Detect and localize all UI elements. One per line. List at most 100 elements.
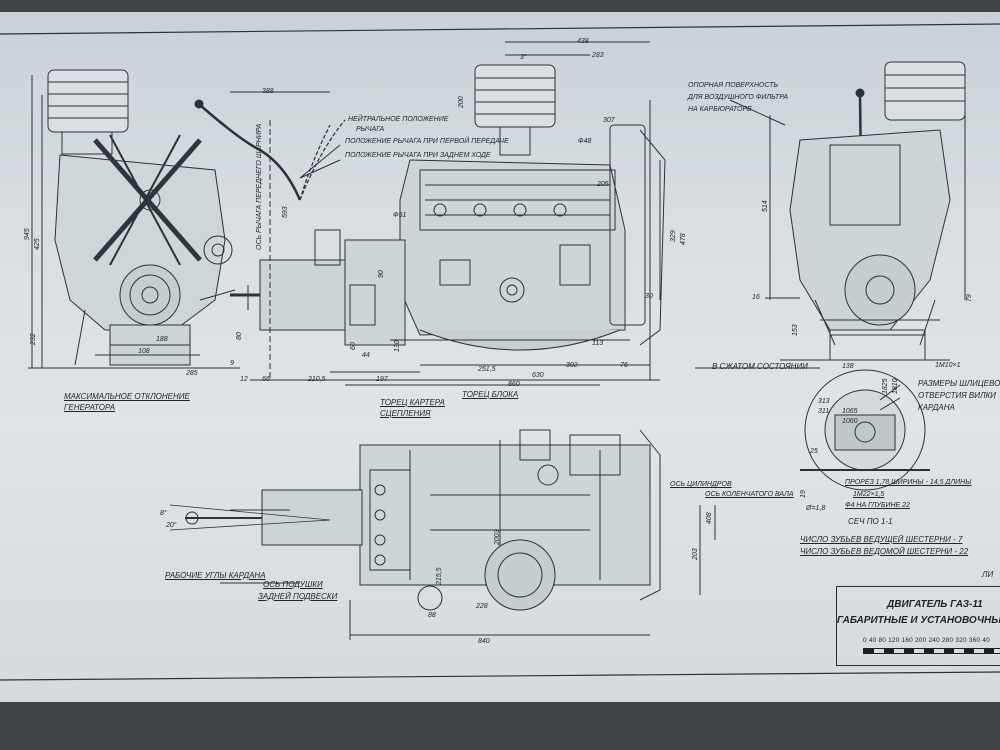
dim-313: 313: [818, 398, 830, 405]
dim-25: 25: [810, 448, 818, 455]
dim-329: 329: [670, 230, 677, 242]
spline-section: [800, 369, 930, 491]
dim-188: 188: [156, 336, 168, 343]
dim-840: 840: [478, 638, 490, 645]
dim-514: 514: [762, 200, 769, 212]
mount-axis-label-2: ЗАДНЕЙ ПОДВЕСКИ: [258, 592, 338, 601]
dim-228: 228: [476, 603, 488, 610]
dim-425: 425: [34, 238, 41, 250]
dim-630: 630: [532, 372, 544, 379]
dim-2003: 2003: [494, 529, 501, 545]
dim-16: 16: [752, 294, 760, 301]
gear-lever: [199, 104, 302, 201]
spline-label-3: КАРДАНА: [918, 403, 955, 412]
dim-1810: 1810: [892, 378, 899, 394]
depth-label: Ф4 НА ГЛУБИНЕ 22: [845, 502, 910, 509]
lever-axis-label: ОСЬ РЫЧАГА ПЕРЕДНЕГО ШАРНИРА: [256, 123, 263, 250]
dim-1-8: Ø=1,8: [806, 505, 826, 512]
first-gear-label: ПОЛОЖЕНИЕ РЫЧАГА ПРИ ПЕРВОЙ ПЕРЕДАЧЕ: [345, 138, 509, 145]
cardan-angles-label: РАБОЧИЕ УГЛЫ КАРДАНА: [165, 571, 266, 580]
dim-860: 860: [508, 381, 520, 388]
max-deviation-label-1: МАКСИМАЛЬНОЕ ОТКЛОНЕНИЕ: [64, 392, 190, 401]
dim-12: 12: [240, 376, 248, 383]
section-label: СЕЧ ПО 1-1: [848, 517, 893, 526]
dim-66: 66: [262, 376, 270, 383]
dim-phi51: Ф51: [393, 212, 407, 219]
dim-76: 76: [620, 362, 628, 369]
title-block: ДВИГАТЕЛЬ ГАЗ-11 ГАБАРИТНЫЕ И УСТАНОВОЧН…: [836, 586, 1000, 666]
slot-label: ПРОРЕЗ 1,78 ШИРИНЫ - 14,5 ДЛИНЫ: [845, 479, 972, 486]
neutral-position-label-1: НЕЙТРАЛЬНОЕ ПОЛОЖЕНИЕ: [348, 116, 449, 123]
dim-20deg: 20°: [166, 522, 177, 529]
dim-438: 438: [577, 38, 589, 45]
dim-311: 311: [818, 408, 830, 415]
dim-215-5: 215,5: [436, 567, 443, 585]
title-engine: ДВИГАТЕЛЬ ГАЗ-11: [887, 599, 983, 610]
side-view: [230, 41, 666, 386]
dim-251-5: 251,5: [478, 366, 496, 373]
max-deviation-label-2: ГЕНЕРАТОРА: [64, 403, 116, 412]
dim-108: 108: [138, 348, 150, 355]
dim-30: 30: [645, 293, 653, 300]
dim-1060: 1060: [842, 418, 858, 425]
spline-label-1: РАЗМЕРЫ ШЛИЦЕВОГО: [918, 379, 1000, 388]
clutch-face-label-2: СЦЕПЛЕНИЯ: [380, 409, 431, 418]
dim-210-5: 210,5: [308, 376, 326, 383]
spline-label-2: ОТВЕРСТИЯ ВИЛКИ: [918, 391, 996, 400]
neutral-position-label-2: РЫЧАГА: [356, 126, 385, 133]
dim-200: 200: [458, 96, 465, 108]
dim-130: 130: [394, 340, 401, 352]
dim-phi48: Ф48: [578, 138, 592, 145]
support-surface-label-2: ДЛЯ ВОЗДУШНОГО ФИЛЬТРА: [688, 94, 788, 101]
dim-138: 138: [842, 363, 854, 370]
dim-90: 90: [378, 270, 385, 278]
dim-44: 44: [362, 352, 370, 359]
dim-478: 478: [680, 233, 687, 245]
dim-1825: 1825: [882, 378, 889, 394]
dim-408: 408: [706, 512, 713, 524]
dim-9: 9: [230, 360, 234, 367]
mount-axis-label-1: ОСЬ ПОДУШКИ: [263, 580, 323, 589]
reverse-label: ПОЛОЖЕНИЕ РЫЧАГА ПРИ ЗАДНЕМ ХОДЕ: [345, 152, 491, 159]
dim-79: 79: [966, 294, 973, 302]
dim-3deg: 3°: [520, 54, 527, 61]
teeth-drive-label: ЧИСЛО ЗУБЬЕВ ВЕДУЩЕЙ ШЕСТЕРНИ - 7: [800, 535, 963, 544]
dim-302: 302: [566, 362, 578, 369]
rear-view: [765, 61, 966, 361]
border-bottom: [0, 671, 1000, 681]
dim-285: 285: [186, 370, 198, 377]
corner-mark: ЛИ: [982, 570, 994, 579]
support-surface-label-1: ОПОРНАЯ ПОВЕРХНОСТЬ: [688, 82, 779, 89]
block-face-label: ТОРЕЦ БЛОКА: [462, 390, 519, 399]
crankshaft-axis-label: ОСЬ КОЛЕНЧАТОГО ВАЛА: [705, 491, 794, 498]
dim-945: 945: [24, 228, 31, 240]
scale-bar: [863, 648, 1000, 654]
dim-88: 88: [428, 612, 436, 619]
dim-203: 203: [692, 548, 699, 560]
dim-8deg: 8°: [160, 510, 167, 517]
border-top: [0, 23, 1000, 35]
dim-19: 19: [800, 490, 807, 498]
dim-153: 153: [792, 324, 799, 336]
compressed-state-label: В СЖАТОМ СОСТОЯНИИ: [712, 362, 808, 371]
teeth-driven-label: ЧИСЛО ЗУБЬЕВ ВЕДОМОЙ ШЕСТЕРНИ - 22: [800, 547, 969, 556]
scale-ticks: 0 40 80 120 160 200 240 280 320 360 40: [863, 637, 990, 644]
dim-232: 232: [30, 333, 37, 345]
clutch-face-label-1: ТОРЕЦ КАРТЕРА: [380, 398, 445, 407]
dim-80: 80: [236, 332, 243, 340]
title-subtitle: ГАБАРИТНЫЕ И УСТАНОВОЧНЫЕ РАЗМ: [837, 615, 1000, 626]
dim-197: 197: [376, 376, 388, 383]
thread-label: 1М22×1,5: [853, 491, 885, 498]
support-surface-label-3: НА КАРБЮРАТОРЕ: [688, 106, 752, 113]
cylinder-axis-label: ОСЬ ЦИЛИНДРОВ: [670, 481, 732, 488]
dim-388: 388: [262, 88, 274, 95]
top-view: [169, 429, 716, 640]
dim-283: 283: [592, 52, 604, 59]
front-view: [28, 69, 240, 369]
dim-113: 113: [592, 340, 604, 347]
dim-205: 205: [597, 181, 609, 188]
dim-1065: 1065: [842, 408, 858, 415]
dim-307: 307: [603, 117, 615, 124]
dim-60: 60: [350, 342, 357, 350]
